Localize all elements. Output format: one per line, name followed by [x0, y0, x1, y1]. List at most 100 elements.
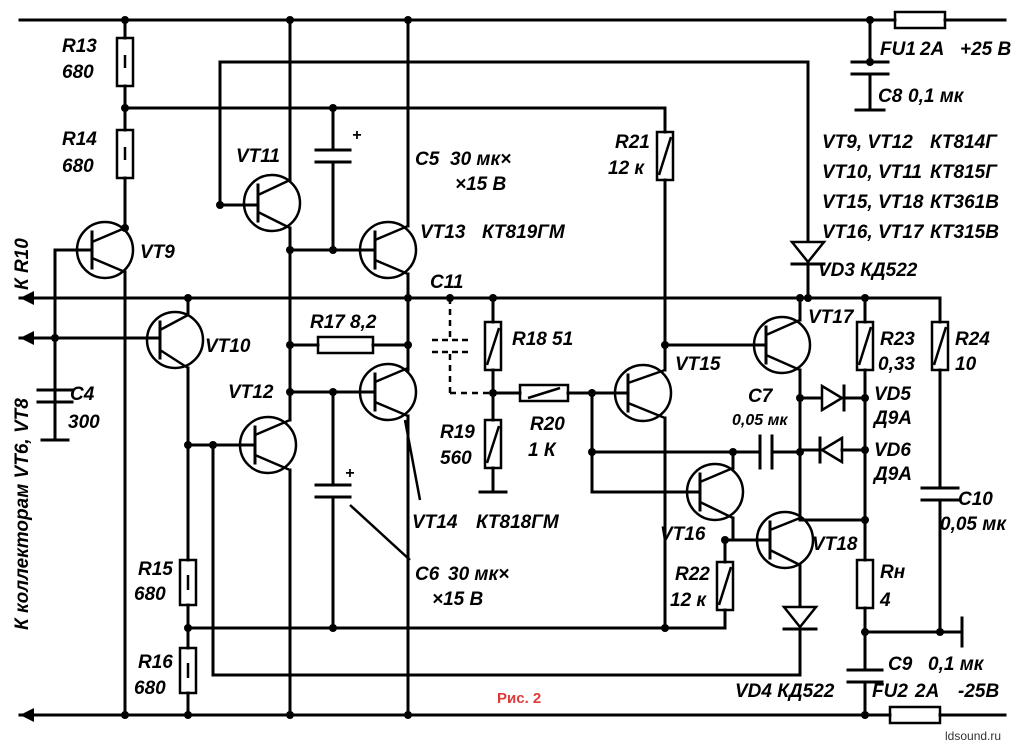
- parts-row-type: КТ315В: [930, 222, 999, 243]
- vt15-label: VT15: [675, 354, 721, 375]
- vt9-transistor: [53, 220, 135, 717]
- r20-resistor: [491, 383, 617, 403]
- vd6-label: VD6: [874, 440, 911, 461]
- vd5-label: VD5: [874, 384, 911, 405]
- pos-rail-label: +25 В: [960, 39, 1012, 60]
- c5-value2: ×15 В: [455, 174, 507, 195]
- r24-resistor: [930, 296, 950, 490]
- input-collectors-line: [18, 331, 152, 345]
- vt10-transistor: [145, 296, 205, 562]
- r14-value: 680: [62, 156, 94, 177]
- c7-value: 0,05 мк: [732, 412, 788, 429]
- vt12-label: VT12: [228, 382, 274, 403]
- vt11-label: VT11: [236, 146, 280, 167]
- rn-value: 4: [879, 590, 891, 611]
- c11-capacitor: [432, 298, 493, 395]
- parts-row-names: VT9, VT12: [822, 132, 913, 153]
- negative-rail: [18, 705, 1007, 725]
- fu1-label: FU1: [880, 39, 916, 60]
- c5-value: 30 мк×: [450, 149, 511, 170]
- r16-label: R16: [138, 652, 173, 673]
- c5-capacitor: +: [314, 106, 361, 252]
- vt16-label: VT16: [660, 524, 706, 545]
- r21-label: R21: [615, 132, 650, 153]
- r13-resistor: [115, 18, 135, 132]
- c6-capacitor: +: [314, 390, 411, 630]
- vt14-label: VT14: [412, 512, 458, 533]
- r23-label: R23: [880, 329, 915, 350]
- vd6-diode: [798, 435, 867, 465]
- vd6-type: Д9А: [872, 464, 912, 485]
- vt13-type: КТ819ГМ: [482, 222, 566, 243]
- vt15-transistor: [613, 363, 673, 630]
- fu1-value: 2А: [919, 39, 944, 60]
- vd5-type: Д9А: [872, 408, 912, 429]
- vt9-label: VT9: [140, 242, 175, 263]
- c6-value: 30 мк×: [448, 564, 509, 585]
- c10-capacitor: [920, 486, 960, 634]
- c7-label: C7: [748, 386, 774, 407]
- vt18-transistor: [755, 510, 815, 570]
- vt17-transistor: [750, 315, 812, 375]
- parts-row-type: КТ814Г: [930, 132, 998, 153]
- r19-value: 560: [440, 448, 472, 469]
- c10-label: C10: [958, 489, 993, 510]
- vd3-diode: [789, 60, 827, 300]
- c9-capacitor: [846, 668, 884, 717]
- c9-value: 0,1 мк: [928, 654, 985, 675]
- c10-value: 0,05 мк: [940, 514, 1007, 535]
- r22-resistor: [715, 538, 735, 630]
- vt12-transistor: [238, 415, 298, 717]
- input-r10-line: [18, 291, 942, 305]
- vt10-label: VT10: [205, 336, 251, 357]
- vt11-transistor: [242, 173, 302, 233]
- figure-caption: Рис. 2: [497, 690, 541, 707]
- vt18-label: VT18: [812, 534, 858, 555]
- svg-text:+: +: [352, 127, 361, 144]
- r13-value: 680: [62, 62, 94, 83]
- vt13-label: VT13: [420, 222, 466, 243]
- vt14-type: КТ818ГМ: [476, 512, 560, 533]
- c8-label: C8: [878, 86, 903, 107]
- vt16-transistor: [685, 462, 745, 522]
- positive-rail: [18, 10, 1007, 62]
- r21-resistor: [655, 106, 675, 372]
- r20-label: R20: [530, 414, 565, 435]
- r14-label: R14: [62, 129, 97, 150]
- vd5-diode: [798, 383, 867, 413]
- parts-row-names: VT16, VT17: [822, 222, 925, 243]
- c6-value2: ×15 В: [432, 589, 484, 610]
- r15-resistor: [178, 558, 198, 650]
- r22-label: R22: [675, 564, 710, 585]
- r16-value: 680: [134, 678, 166, 699]
- c9-label: C9: [888, 654, 913, 675]
- c8-value: 0,1 мк: [908, 86, 965, 107]
- vt13-transistor: [358, 220, 418, 280]
- c11-label: C11: [430, 272, 463, 293]
- r15-label: R15: [138, 559, 173, 580]
- r16-resistor: [178, 646, 198, 717]
- r13-label: R13: [62, 36, 97, 57]
- parts-row-type: КТ815Г: [930, 162, 998, 183]
- input-collectors-label: К коллекторам VT6, VT8: [12, 398, 33, 630]
- r14-resistor: [115, 128, 135, 230]
- parts-row-type: КТ361В: [930, 192, 999, 213]
- r23-value: 0,33: [878, 354, 915, 375]
- r21-value: 12 к: [608, 158, 645, 179]
- c4-capacitor: [36, 388, 74, 442]
- r17-value: 8,2: [350, 312, 377, 333]
- input-r10-label: К R10: [12, 238, 33, 290]
- vd3-label: VD3 КД522: [818, 260, 918, 281]
- r17-resistor: [316, 335, 410, 355]
- junction-dots: [51, 16, 944, 719]
- fu2-label: FU2: [872, 681, 908, 702]
- neg-rail-label: -25В: [958, 681, 999, 702]
- r24-value: 10: [955, 354, 977, 375]
- c7-capacitor: [750, 434, 802, 470]
- svg-text:+: +: [345, 465, 354, 482]
- vd4-diode: [781, 605, 819, 677]
- r22-value: 12 к: [670, 590, 707, 611]
- r15-value: 680: [134, 584, 166, 605]
- rn-load-resistor: [855, 558, 875, 672]
